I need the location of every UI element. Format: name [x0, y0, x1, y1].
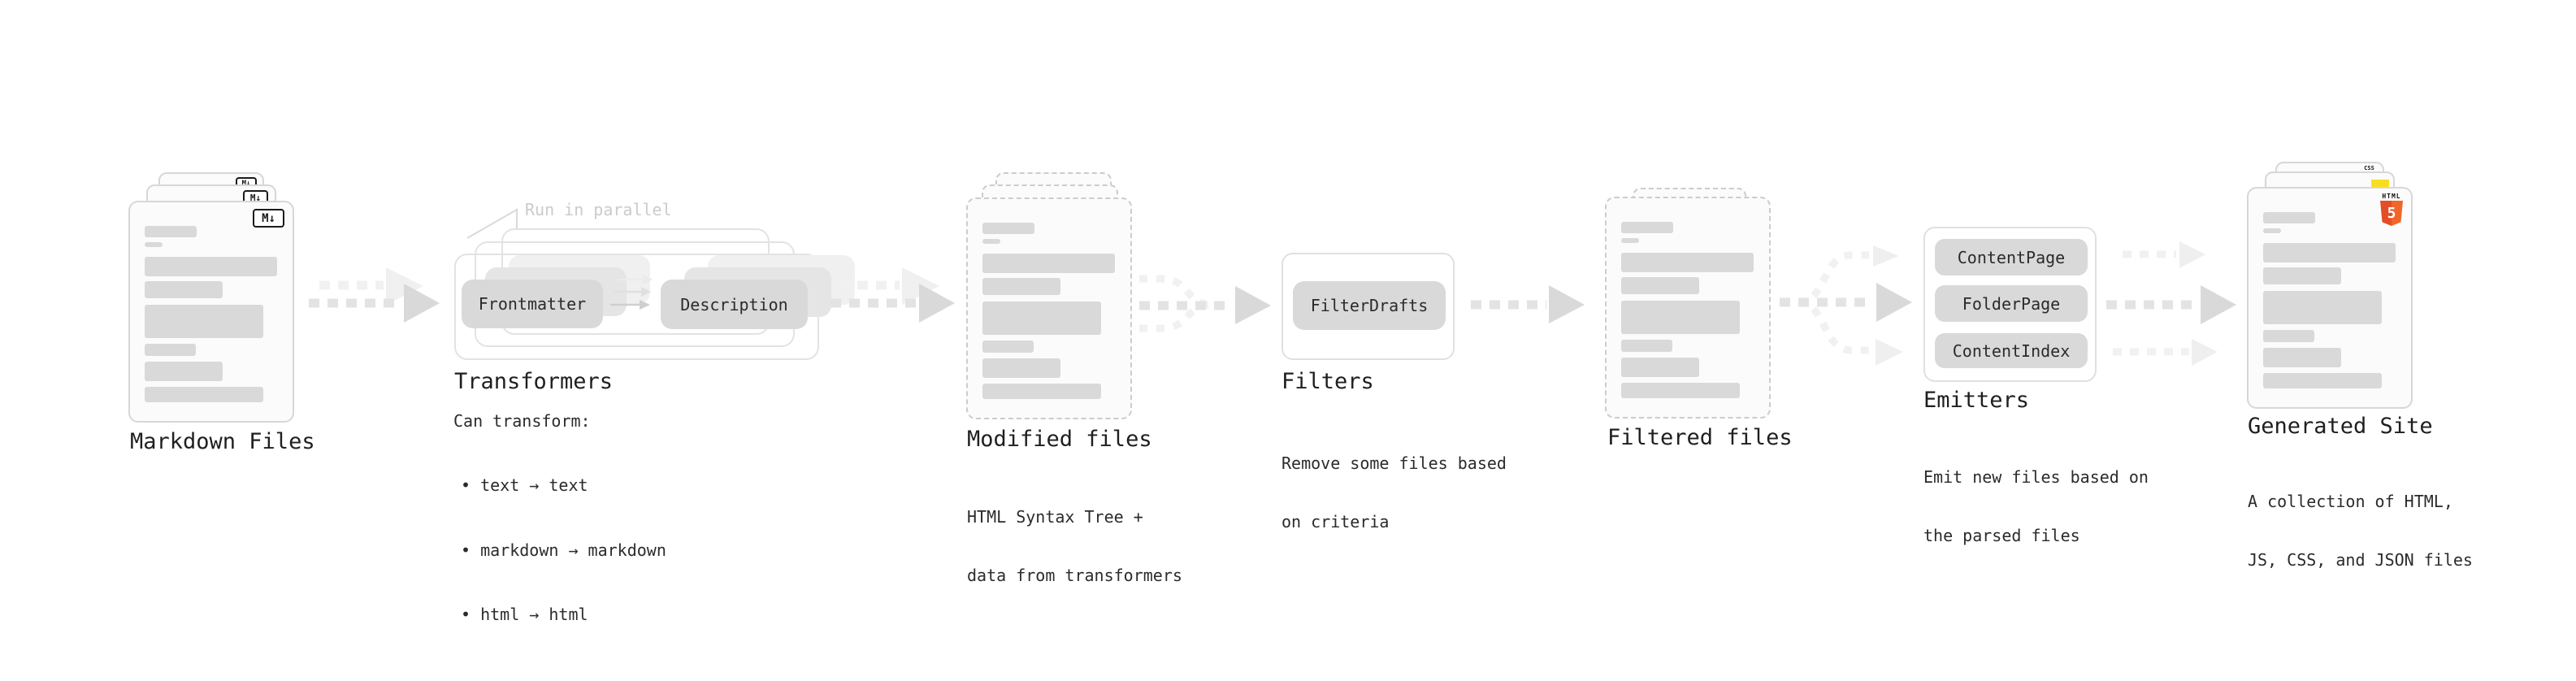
frontmatter-pill: Frontmatter [462, 280, 603, 328]
content-placeholder-bar [1621, 358, 1699, 377]
transformers-desc-intro: Can transform: [453, 411, 591, 431]
content-placeholder-bar [145, 281, 223, 298]
html5-icon-shield: 5 [2380, 201, 2403, 226]
generated-site-desc: A collection of HTML, JS, CSS, and JSON … [2248, 453, 2473, 609]
transform-bullet: • markdown → markdown [461, 540, 666, 560]
filterdrafts-pill: FilterDrafts [1293, 281, 1446, 330]
arrow-markdown-to-transformers [309, 267, 440, 323]
transformers-label: Transformers [454, 369, 614, 394]
html5-icon-word: HTML [2382, 193, 2401, 200]
content-placeholder-bar [1621, 383, 1740, 398]
contentindex-pill: ContentIndex [1935, 333, 2088, 368]
generated-site-label: Generated Site [2248, 414, 2433, 439]
content-placeholder-bar [145, 242, 163, 247]
content-placeholder-bar [982, 384, 1101, 399]
content-placeholder-bar [1621, 277, 1699, 294]
content-placeholder-bar [982, 301, 1101, 335]
content-placeholder-bar [982, 254, 1115, 273]
contentpage-pill: ContentPage [1935, 239, 2088, 275]
content-placeholder-bar [145, 362, 223, 381]
content-placeholder-bar [2263, 373, 2382, 388]
content-placeholder-bar [2263, 291, 2382, 324]
content-placeholder-bar [1621, 340, 1672, 352]
content-placeholder-bar [1621, 301, 1740, 334]
emitters-label: Emitters [1923, 388, 2030, 413]
arrow-emitters-to-generated-top [2123, 241, 2205, 268]
emitters-panel: ContentPage FolderPage ContentIndex [1923, 227, 2097, 382]
transformers-bullets: • text → text • markdown → markdown • ht… [461, 432, 666, 669]
content-placeholder-bar [145, 344, 196, 356]
desc-line: the parsed files [1923, 526, 2080, 545]
run-in-parallel-note: Run in parallel [525, 200, 672, 219]
generated-file-card: HTML 5 [2247, 187, 2413, 409]
modified-files-label: Modified files [967, 427, 1152, 452]
desc-line: Remove some files based [1281, 453, 1507, 473]
content-placeholder-bar [145, 387, 263, 402]
content-placeholder-bar [1621, 238, 1639, 243]
content-placeholder-bar [982, 278, 1060, 295]
content-placeholder-bar [2263, 330, 2314, 342]
filters-label: Filters [1281, 369, 1374, 394]
desc-line: on criteria [1281, 512, 1390, 531]
arrow-filters-to-filtered [1471, 285, 1585, 323]
transform-bullet: • html → html [461, 605, 588, 624]
filters-desc: Remove some files based on criteria [1281, 414, 1507, 570]
arrow-filtered-to-emitters [1780, 245, 1912, 366]
modified-file-card [966, 197, 1132, 419]
content-placeholder-bar [1621, 253, 1754, 272]
desc-line: JS, CSS, and JSON files [2248, 550, 2473, 570]
content-placeholder-bar [2263, 348, 2341, 367]
css-badge-label: CSS [2364, 165, 2374, 171]
modified-files-desc: HTML Syntax Tree + data from transformer… [967, 468, 1182, 624]
content-placeholder-bar [982, 223, 1034, 234]
content-placeholder-bar [982, 239, 1000, 244]
desc-line: HTML Syntax Tree + [967, 507, 1143, 527]
arrow-modified-to-filters [1139, 275, 1271, 332]
filtered-files-label: Filtered files [1607, 425, 1793, 450]
arrow-emitters-to-generated-bottom [2113, 339, 2218, 366]
content-placeholder-bar [982, 358, 1060, 378]
content-placeholder-bar [982, 340, 1034, 353]
content-placeholder-bar [2263, 267, 2341, 284]
desc-line: Emit new files based on [1923, 467, 2149, 487]
desc-line: A collection of HTML, [2248, 492, 2453, 511]
content-placeholder-bar [2263, 228, 2281, 233]
folderpage-pill: FolderPage [1935, 285, 2088, 322]
desc-line: data from transformers [967, 566, 1182, 585]
markdown-files-label: Markdown Files [130, 429, 315, 454]
filters-panel: FilterDrafts [1281, 253, 1455, 360]
emitters-desc: Emit new files based on the parsed files [1923, 428, 2149, 584]
content-placeholder-bar [1621, 222, 1673, 233]
description-pill: Description [661, 280, 808, 329]
markdown-badge: M↓ [253, 209, 284, 228]
content-placeholder-bar [145, 226, 197, 237]
content-placeholder-bar [145, 257, 277, 276]
content-placeholder-bar [2263, 243, 2396, 262]
content-placeholder-bar [145, 305, 263, 338]
html5-icon: HTML 5 [2379, 193, 2404, 226]
content-placeholder-bar [2263, 212, 2315, 223]
filtered-file-card [1605, 197, 1771, 419]
transform-bullet: • text → text [461, 475, 588, 495]
arrow-emitters-to-generated-mid [2106, 285, 2236, 324]
markdown-file-card: M↓ [128, 201, 294, 423]
html5-icon-number: 5 [2387, 204, 2396, 222]
